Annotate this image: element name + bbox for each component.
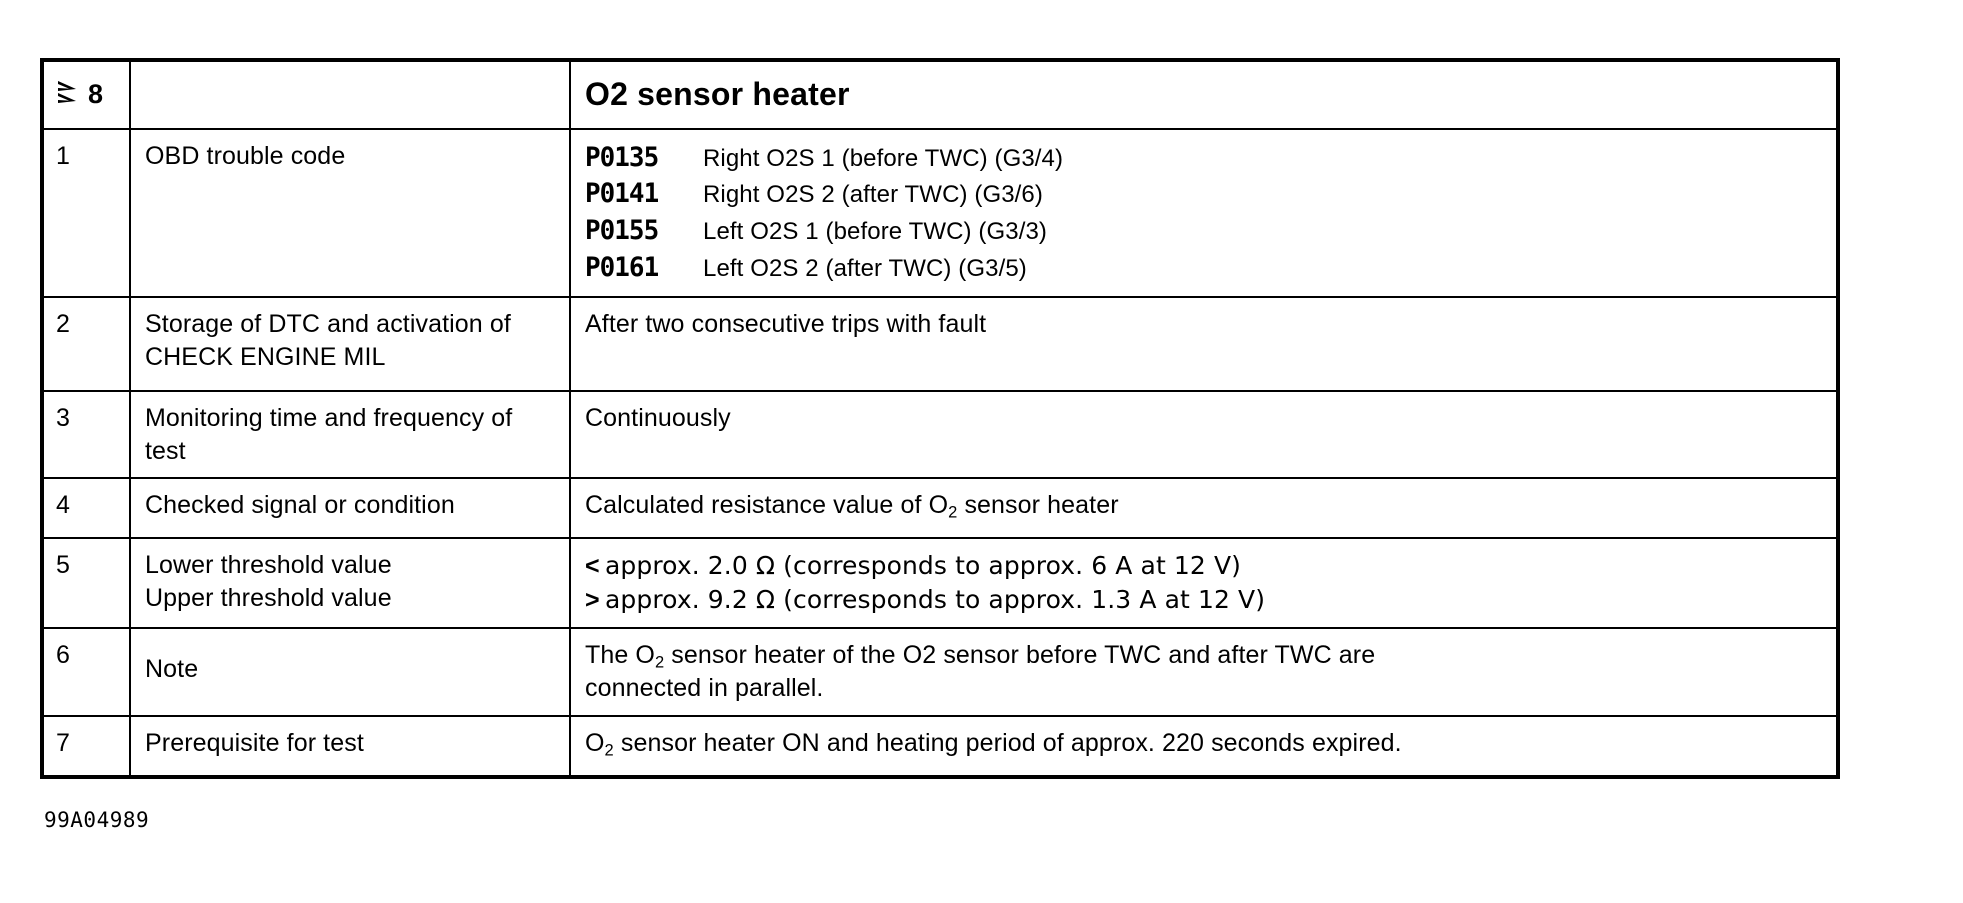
- dtc-code: P0161: [585, 251, 659, 283]
- lower-threshold-operator: <: [585, 552, 600, 581]
- row-label: Prerequisite for test: [145, 729, 364, 758]
- row-number-cell: 3: [41, 390, 131, 480]
- row-value-cell: Calculated resistance value of O2 sensor…: [569, 477, 1839, 540]
- row-value-cell: After two consecutive trips with fault: [569, 296, 1839, 393]
- dtc-code: P0135: [585, 141, 659, 173]
- row-label: OBD trouble code: [145, 141, 346, 170]
- row-number-cell: 4: [41, 477, 131, 540]
- note-line1-rest: sensor heater of the O2 sensor before TW…: [664, 641, 1376, 670]
- row-number-cell: 1: [41, 127, 131, 299]
- upper-threshold-label: Upper threshold value: [145, 584, 392, 613]
- note-line1: The O2 sensor heater of the O2 sensor be…: [585, 639, 1824, 672]
- note-prefix: The O: [585, 641, 655, 670]
- row-label-cell: Lower threshold value Upper threshold va…: [129, 537, 571, 630]
- table-row: 6 Note The O2 sensor heater of the O2 se…: [41, 627, 1839, 718]
- row-value-subscript: 2: [604, 742, 614, 761]
- dtc-description: Left O2S 1 (before TWC) (G3/3): [703, 218, 1048, 246]
- row-number: 1: [56, 141, 71, 170]
- row-number: 5: [56, 551, 71, 580]
- lower-threshold-value: <approx. 2.0 Ω (corresponds to approx. 6…: [585, 549, 1824, 583]
- row-value: O2 sensor heater ON and heating period o…: [571, 717, 1836, 770]
- upper-threshold-value: >approx. 9.2 Ω (corresponds to approx. 1…: [585, 583, 1824, 617]
- row-value-cell: Continuously: [569, 390, 1839, 480]
- row-value-suffix: sensor heater ON and heating period of a…: [613, 729, 1402, 758]
- header-blank-label: [131, 62, 569, 126]
- lower-threshold-label: Lower threshold value: [145, 551, 392, 580]
- table-row: 4 Checked signal or condition Calculated…: [41, 477, 1839, 540]
- row-label-cell: OBD trouble code: [129, 127, 571, 299]
- header-marker-cell: 8: [41, 59, 131, 130]
- row-label-line1: Storage of DTC and activation of: [145, 310, 511, 339]
- row-number: 3: [56, 404, 71, 433]
- row-number-cell: 6: [41, 627, 131, 718]
- row-label-cell: Storage of DTC and activation of CHECK E…: [129, 296, 571, 393]
- row-value-suffix: sensor heater: [957, 491, 1119, 520]
- row-number: 7: [56, 729, 71, 758]
- header-blank-cell: [129, 59, 571, 130]
- dtc-description: Right O2S 2 (after TWC) (G3/6): [703, 181, 1043, 209]
- row-number: 6: [56, 641, 71, 670]
- note-line2: connected in parallel.: [585, 674, 824, 703]
- row-value-subscript: 2: [948, 504, 958, 523]
- row-number: 4: [56, 491, 71, 520]
- dtc-list-item: P0141 Right O2S 2 (after TWC) (G3/6): [585, 176, 1824, 213]
- row-value: Calculated resistance value of O2 sensor…: [571, 479, 1836, 532]
- double-chevron-right-icon: [56, 77, 82, 107]
- row-label: Checked signal or condition: [145, 491, 455, 520]
- header-marker-number: 8: [88, 78, 104, 109]
- dtc-description: Left O2S 2 (after TWC) (G3/5): [703, 254, 1027, 282]
- row-value: Continuously: [585, 404, 731, 433]
- lower-threshold-text: approx. 2.0 Ω (corresponds to approx. 6 …: [605, 551, 1242, 581]
- row-number: 2: [56, 310, 71, 339]
- row-label: Monitoring time and frequency of test: [145, 404, 513, 465]
- dtc-code: P0155: [585, 215, 659, 247]
- upper-threshold-text: approx. 9.2 Ω (corresponds to approx. 1.…: [605, 585, 1266, 615]
- row-label-cell: Monitoring time and frequency of test: [129, 390, 571, 480]
- dtc-list-item: P0161 Left O2S 2 (after TWC) (G3/5): [585, 250, 1824, 287]
- diagnostic-table: 8 O2 sensor heater 1 OBD trouble code: [40, 58, 1840, 780]
- row-label-cell: Note: [129, 627, 571, 718]
- table-row: 1 OBD trouble code P0135 Right O2S 1 (be…: [41, 127, 1839, 299]
- dtc-list-item: P0135 Right O2S 1 (before TWC) (G3/4): [585, 140, 1824, 177]
- row-label-cell: Checked signal or condition: [129, 477, 571, 540]
- table-row: 3 Monitoring time and frequency of test …: [41, 390, 1839, 480]
- table-row: 2 Storage of DTC and activation of CHECK…: [41, 296, 1839, 393]
- table-row: 7 Prerequisite for test O2 sensor heater…: [41, 715, 1839, 779]
- table-title: O2 sensor heater: [585, 76, 850, 112]
- row-label: Note: [145, 655, 199, 684]
- table-row: 5 Lower threshold value Upper threshold …: [41, 537, 1839, 630]
- header-title-cell: O2 sensor heater: [569, 59, 1839, 130]
- row-value-cell: <approx. 2.0 Ω (corresponds to approx. 6…: [569, 537, 1839, 630]
- row-number-cell: 2: [41, 296, 131, 393]
- figure-reference-code: 99A04989: [44, 808, 150, 832]
- row-label-line2: CHECK ENGINE MIL: [145, 343, 386, 372]
- row-value-cell: P0135 Right O2S 1 (before TWC) (G3/4) P0…: [569, 127, 1839, 299]
- dtc-list-item: P0155 Left O2S 1 (before TWC) (G3/3): [585, 213, 1824, 250]
- row-value: After two consecutive trips with fault: [585, 310, 987, 339]
- row-value-prefix: O: [585, 729, 605, 758]
- row-label-cell: Prerequisite for test: [129, 715, 571, 779]
- dtc-code-list: P0135 Right O2S 1 (before TWC) (G3/4) P0…: [585, 140, 1824, 287]
- dtc-code: P0141: [585, 178, 659, 210]
- row-number-cell: 7: [41, 715, 131, 779]
- row-value-cell: The O2 sensor heater of the O2 sensor be…: [569, 627, 1839, 718]
- table-header-row: 8 O2 sensor heater: [41, 59, 1839, 130]
- dtc-description: Right O2S 1 (before TWC) (G3/4): [703, 144, 1064, 172]
- row-value-prefix: Calculated resistance value of O: [585, 491, 949, 520]
- row-value-cell: O2 sensor heater ON and heating period o…: [569, 715, 1839, 779]
- row-number-cell: 5: [41, 537, 131, 630]
- note-subscript: 2: [654, 654, 665, 673]
- upper-threshold-operator: >: [585, 586, 600, 615]
